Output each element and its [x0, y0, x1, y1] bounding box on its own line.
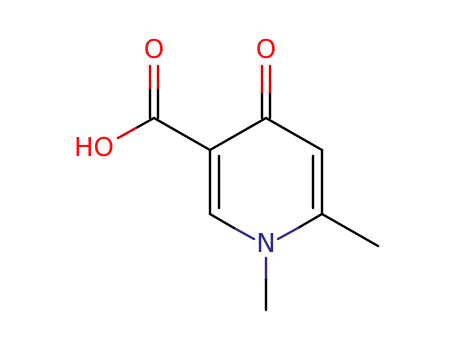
bond-ring-c4-c5 [264, 116, 324, 152]
bond-n-c2-black [208, 212, 236, 230]
bond-n-c2-blue [232, 226, 256, 241]
ketone-oxygen-label: O [256, 35, 276, 65]
hydroxyl-label: HO [74, 133, 114, 163]
bond-acid-c-oh-black [134, 116, 156, 130]
ring-nitrogen-label: N [256, 229, 275, 259]
bond-acid-c-oh-red [116, 126, 138, 140]
bond-c6-n-black [296, 212, 324, 230]
bond-ring-c3-c4 [208, 116, 268, 152]
bond-c6-methyl [320, 212, 380, 248]
acid-carbonyl-oxygen-label: O [144, 35, 164, 65]
bond-c6-n-blue [276, 226, 300, 241]
bond-acid-c-ring [152, 116, 212, 152]
